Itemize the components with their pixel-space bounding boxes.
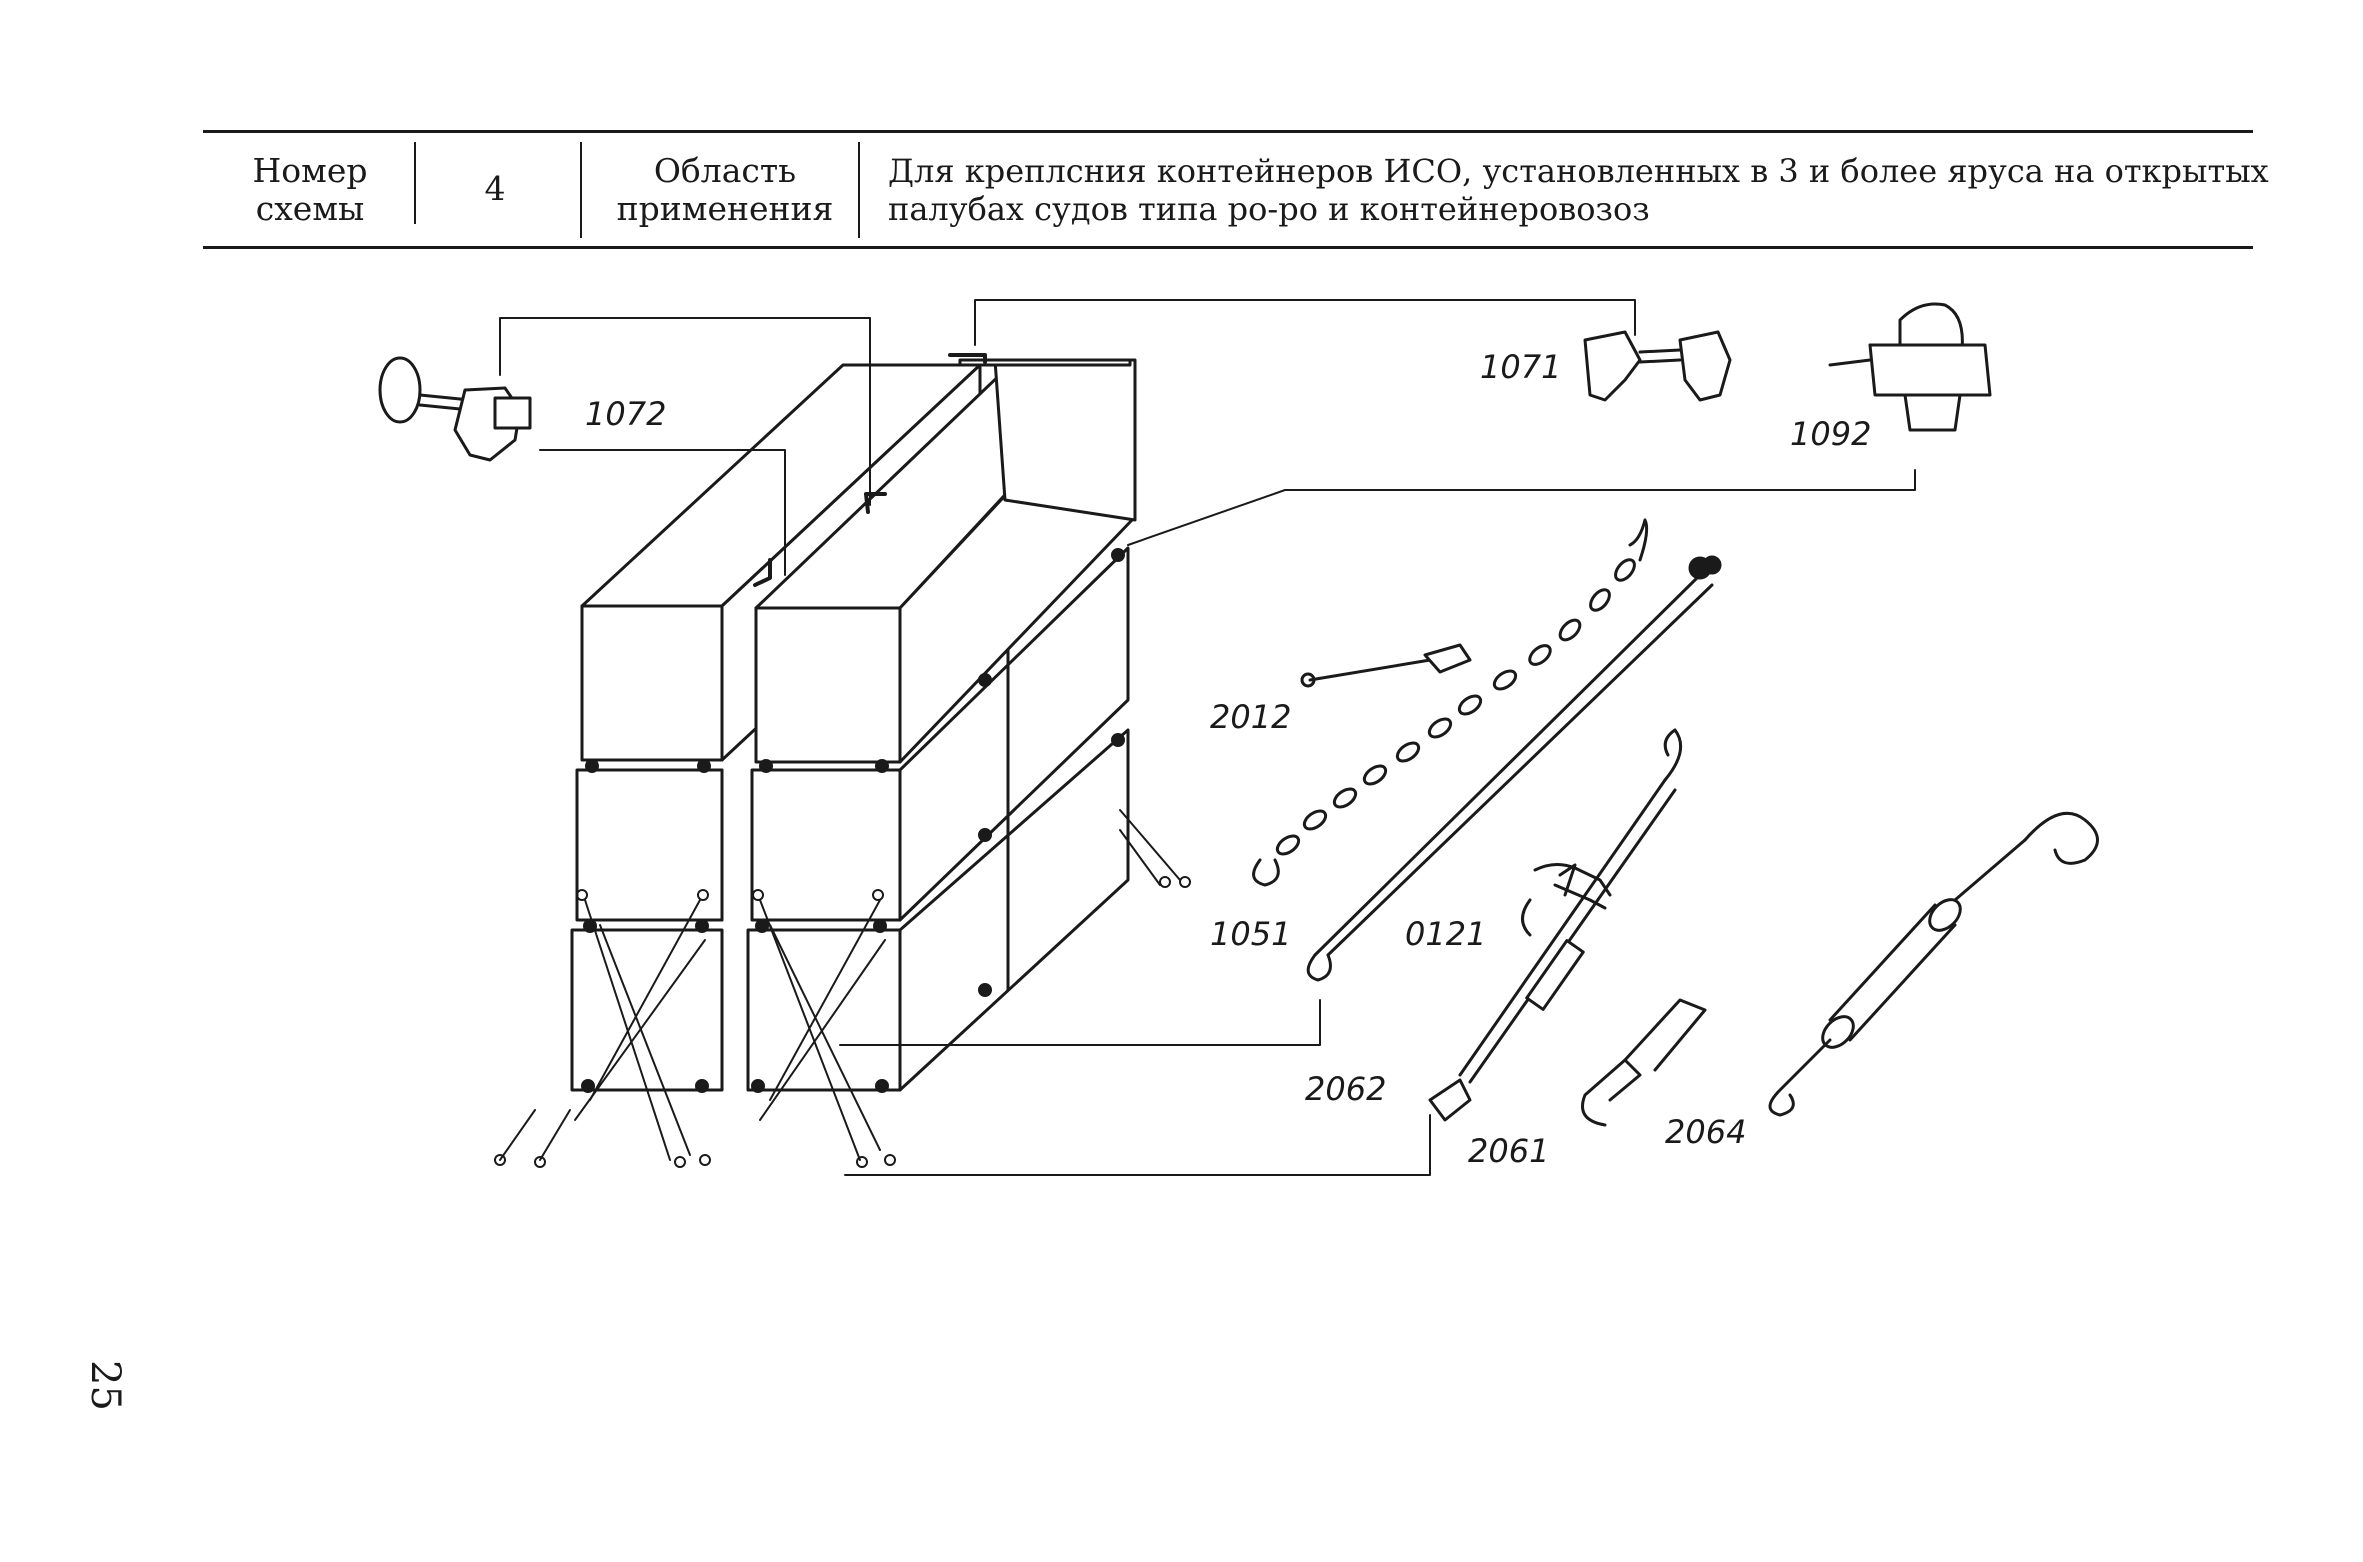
- part-1092-illustration: [1828, 302, 1992, 432]
- bridge-fittings: [753, 353, 987, 587]
- area-label-line2: применения: [616, 189, 834, 228]
- header-separator-1: [414, 142, 416, 224]
- lashing-rods: [494, 809, 1191, 1168]
- container-bottom-tier: [570, 728, 1130, 1092]
- leader-lines: [499, 299, 1916, 1176]
- scheme-label-line1: Номер: [252, 151, 368, 190]
- label-part-1072: 1072: [585, 395, 666, 433]
- label-part-1051: 1051: [1210, 915, 1291, 953]
- part-1071-illustration: [1583, 330, 1732, 402]
- purpose-line1: Для креплсния контейнеров ИСО, установле…: [888, 152, 2269, 190]
- header-top-rule: [203, 130, 2253, 133]
- container-middle-tier: [575, 546, 1130, 922]
- part-2062-illustration: [1428, 728, 1683, 1122]
- part-0121-illustration: [1521, 863, 1612, 937]
- header-separator-3: [858, 142, 860, 238]
- scheme-number-label: Номер схемы: [220, 152, 400, 228]
- corner-fittings: [581, 548, 1125, 1093]
- label-part-2062: 2062: [1305, 1070, 1386, 1108]
- purpose-line2: палубах судов типа ро-ро и контейнеровоз…: [888, 190, 1650, 228]
- page-number: 25: [82, 1360, 128, 1411]
- part-2064-illustration: [1768, 811, 2099, 1117]
- label-part-1071: 1071: [1480, 348, 1561, 386]
- label-part-1092: 1092: [1790, 415, 1871, 453]
- part-1072-illustration: [378, 356, 532, 462]
- application-area-label: Область применения: [600, 152, 850, 228]
- label-part-0121: 0121: [1405, 915, 1486, 953]
- part-1051-illustration: [1306, 555, 1722, 982]
- part-2012-illustration: [1252, 518, 1649, 887]
- area-label-line1: Область: [653, 151, 797, 190]
- label-part-2064: 2064: [1665, 1113, 1746, 1151]
- container-stack-illustration: [494, 353, 1191, 1168]
- header-bottom-rule: [203, 246, 2253, 249]
- container-top-back: [958, 358, 1137, 522]
- scheme-label-line2: схемы: [255, 189, 365, 228]
- label-part-2061: 2061: [1468, 1132, 1549, 1170]
- scheme-number-value: 4: [484, 169, 506, 208]
- chain-links: [1275, 558, 1636, 856]
- application-area-text: Для креплсния контейнеров ИСО, установле…: [888, 152, 2269, 228]
- header-separator-2: [580, 142, 582, 238]
- label-part-2012: 2012: [1210, 698, 1291, 736]
- part-2061-illustration: [1581, 998, 1707, 1127]
- part-labels: 1072 1071 1092 2012 1051 0121 2062 2061 …: [585, 348, 1871, 1170]
